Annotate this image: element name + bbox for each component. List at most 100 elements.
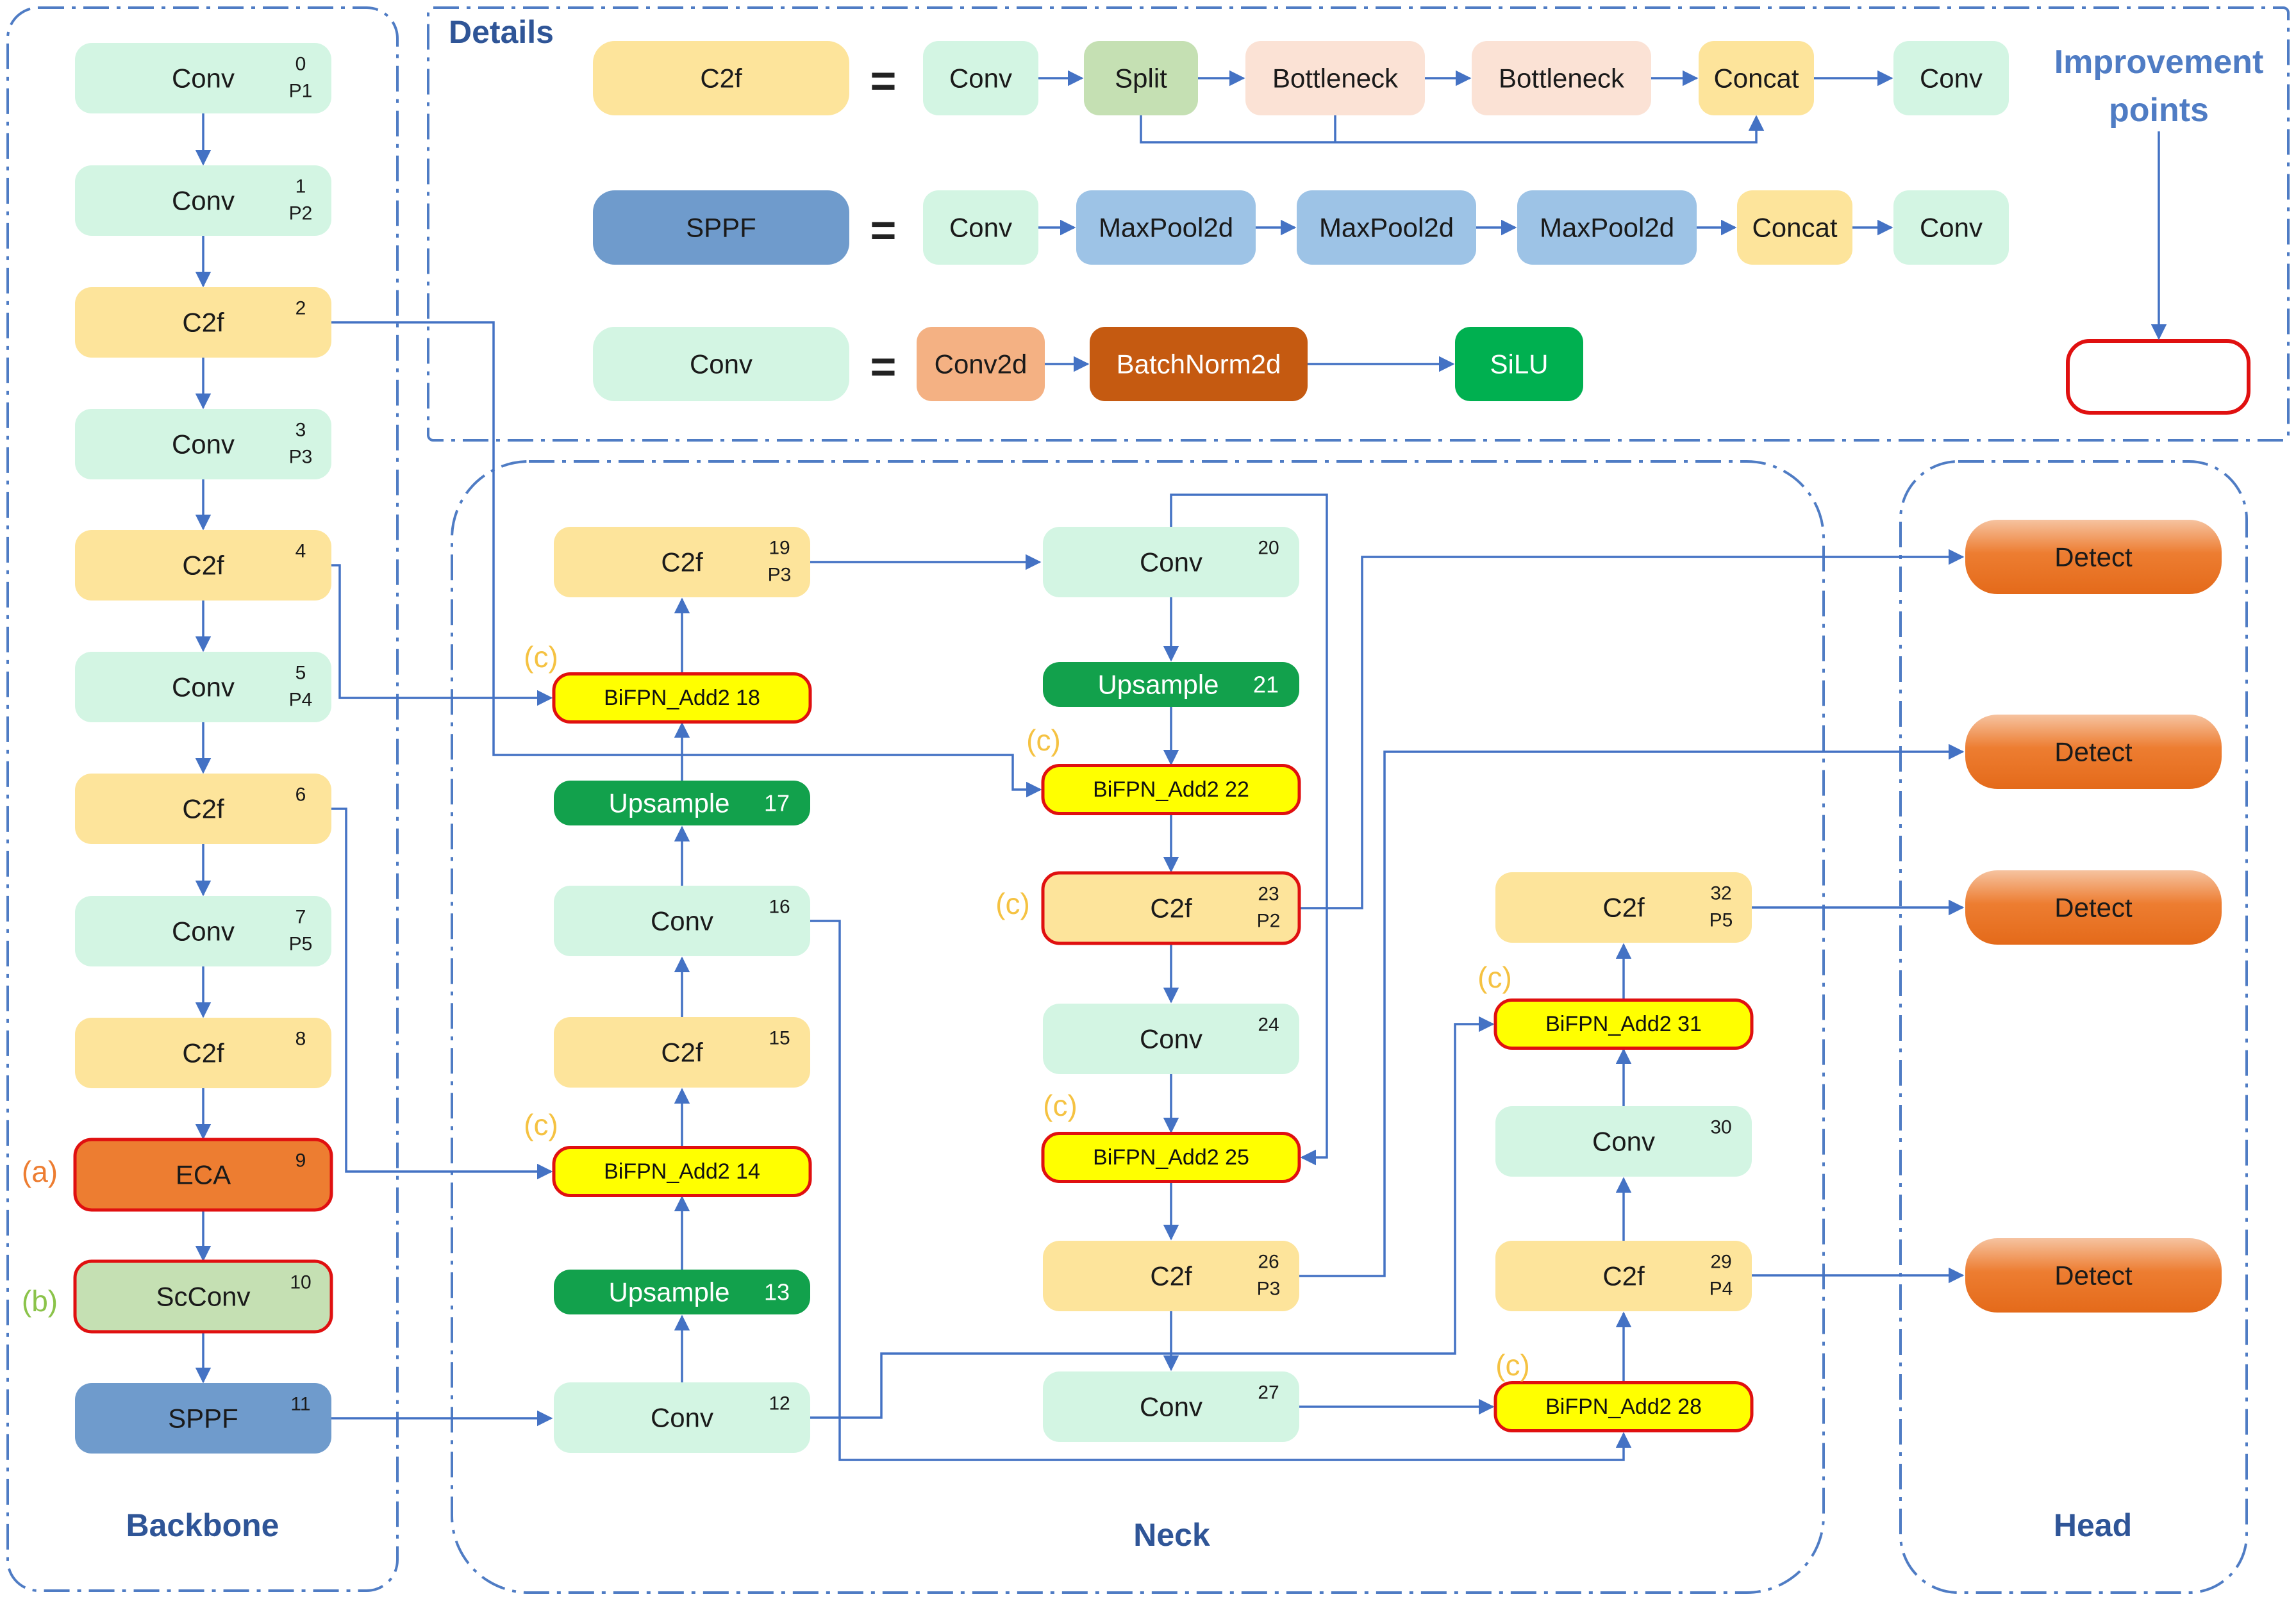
mark-c-3: (c): [1026, 724, 1061, 757]
node-index: 11: [290, 1394, 310, 1415]
legend-block-batchnorm2d: BatchNorm2d: [1117, 349, 1281, 379]
neck-node-25-bifpn-add2-box: [1041, 1132, 1301, 1183]
legend-block-box: [1076, 190, 1256, 265]
node-index: 6: [295, 784, 306, 806]
node-scale: P3: [1257, 1279, 1281, 1300]
node-label: BiFPN_Add2 22: [1093, 777, 1249, 802]
legend-block-box: [1699, 41, 1814, 115]
node-scale: P1: [289, 81, 313, 102]
node-index: 17: [764, 790, 790, 816]
neck-node-24-conv-box: [1043, 1004, 1299, 1074]
legend-block-box: [1297, 190, 1476, 265]
node-index: 2: [295, 298, 306, 319]
node-label: ECA: [176, 1160, 231, 1190]
node-scale: P2: [289, 203, 313, 224]
node-label: Conv: [1140, 1024, 1202, 1054]
node-label: Upsample: [608, 1277, 729, 1307]
neck-node-26-c2f-box: [1043, 1241, 1299, 1311]
legend-block-box: [1084, 41, 1198, 115]
neck-node-32-c2f-box: [1495, 872, 1752, 943]
node-label: BiFPN_Add2 14: [604, 1159, 760, 1184]
node-scale: P3: [768, 565, 792, 586]
arrow-20-25: [1170, 493, 1328, 1166]
node-index: 24: [1258, 1015, 1279, 1036]
node-index: 27: [1258, 1382, 1279, 1404]
legend-head-box: [593, 41, 849, 115]
backbone-node-4-c2f: C2f 4: [75, 530, 331, 601]
node-label: BiFPN_Add2 25: [1093, 1145, 1249, 1170]
legend-block-conv: Conv: [1920, 63, 1983, 94]
detect-label: Detect: [2054, 542, 2133, 572]
node-index: 19: [769, 538, 790, 559]
neck-node-14-bifpn-add2-box: [552, 1146, 812, 1197]
neck-node-31-bifpn-add2: BiFPN_Add2 31: [1493, 998, 1754, 1050]
neck-node-22-bifpn-add2: BiFPN_Add2 22: [1041, 764, 1301, 815]
detect-label: Detect: [2054, 737, 2133, 767]
node-scale: P3: [289, 447, 313, 468]
mark-a: (a): [22, 1155, 58, 1188]
neck-node-21-upsample-box: [1043, 662, 1299, 707]
node-label: Conv: [1140, 1392, 1202, 1422]
improvement-marks: (a)(b)(c)(c)(c)(c)(c)(c)(c): [22, 640, 1530, 1382]
arrow-12-31: [810, 1016, 1495, 1419]
legend-head-label: C2f: [700, 63, 742, 94]
backbone-node-5-conv-box: [75, 652, 331, 722]
node-label: BiFPN_Add2 28: [1545, 1395, 1702, 1419]
legend-equals: =: [870, 205, 897, 255]
legend-head-label: SPPF: [686, 213, 756, 243]
node-index: 23: [1258, 884, 1279, 905]
details-frame: [427, 6, 2290, 442]
arrow-23-detect: [1299, 549, 1965, 909]
node-index: 4: [295, 541, 306, 562]
head-frame: [1899, 460, 2248, 1594]
legend-block-box: [1737, 190, 1852, 265]
legend-block-box: [1455, 327, 1583, 401]
neck-node-18-bifpn-add2-box: [552, 672, 812, 724]
detect-box: [1965, 870, 2222, 945]
backbone-node-1-conv-box: [75, 165, 331, 236]
legend-block-split: Split: [1115, 63, 1167, 94]
head-title: Head: [2054, 1507, 2132, 1543]
detect-box: [1965, 1238, 2222, 1313]
neck-node-23-c2f-box: [1041, 871, 1301, 945]
neck-node-30-conv-box: [1495, 1106, 1752, 1177]
node-scale: P4: [1710, 1279, 1733, 1300]
improvement-points-line1: Improvement: [2054, 44, 2264, 81]
backbone-node-2-c2f-box: [75, 287, 331, 358]
arrow-2-22: [331, 321, 1042, 798]
detect-label: Detect: [2054, 893, 2133, 923]
improvement-points-line2: points: [2109, 92, 2209, 129]
node-label: ScConv: [156, 1282, 250, 1312]
mark-c-7: (c): [1495, 1348, 1530, 1382]
mark-c-6: (c): [1477, 961, 1512, 994]
head-detect-2: Detect: [1965, 715, 2222, 789]
node-label: C2f: [182, 551, 224, 581]
node-index: 10: [290, 1272, 311, 1293]
detect-label: Detect: [2054, 1261, 2133, 1291]
node-index: 1: [295, 176, 306, 197]
mark-b: (b): [22, 1284, 58, 1318]
node-label: Conv: [172, 186, 235, 216]
legend-block-conv: Conv: [1920, 213, 1983, 243]
legend-block-bottleneck: Bottleneck: [1272, 63, 1399, 94]
backbone-node-4-c2f-box: [75, 530, 331, 601]
neck-node-24-conv: Conv 24: [1043, 1004, 1299, 1074]
node-index: 3: [295, 420, 306, 441]
node-label: Conv: [172, 672, 235, 702]
backbone-node-3-conv-box: [75, 409, 331, 479]
node-label: Conv: [1592, 1127, 1655, 1157]
node-index: 16: [769, 897, 790, 918]
node-label: Upsample: [608, 788, 729, 818]
